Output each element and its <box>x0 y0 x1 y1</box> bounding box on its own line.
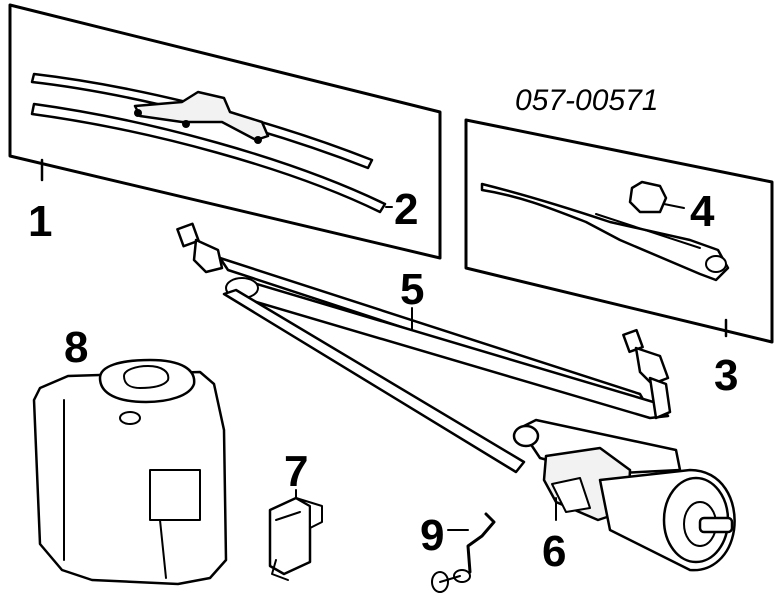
callout-5: 5 <box>400 265 424 314</box>
callout-9: 9 <box>420 511 444 560</box>
wiper-arm[interactable] <box>480 182 730 282</box>
washer-reservoir[interactable] <box>32 358 228 586</box>
callout-8: 8 <box>64 323 88 372</box>
callout-4: 4 <box>690 187 715 236</box>
blade-panel <box>8 3 442 260</box>
callout-2: 2 <box>394 185 418 234</box>
callout-1: 1 <box>28 197 52 246</box>
wiper-linkage[interactable] <box>176 222 672 474</box>
washer-relay[interactable] <box>268 496 323 581</box>
arm-nut-cap[interactable] <box>628 180 668 214</box>
callout-3: 3 <box>714 351 738 400</box>
wiper-motor[interactable] <box>512 418 736 572</box>
wiper-blade[interactable] <box>30 72 393 214</box>
callout-6: 6 <box>542 527 566 576</box>
leader-lines <box>40 158 728 531</box>
callout-7: 7 <box>284 447 308 496</box>
arm-panel <box>464 118 774 344</box>
part-number-label: 057-00571 <box>515 84 658 117</box>
washer-hose[interactable] <box>431 512 496 593</box>
